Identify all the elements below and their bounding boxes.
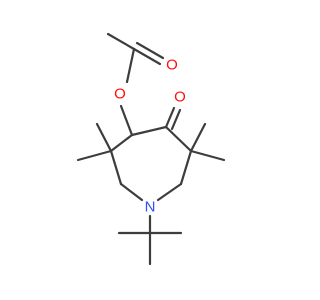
bond-ester-o-ring bbox=[119, 104, 134, 137]
atom-label-ketone-o: O bbox=[174, 89, 186, 106]
bond-acetyl-carbonyl-double-a bbox=[132, 47, 162, 66]
bond-ring-c2-c3 bbox=[109, 149, 123, 186]
bond-ring-c6-c7 bbox=[179, 149, 193, 186]
bond-c6-methyl-right bbox=[189, 149, 226, 162]
bond-ring-c7-n bbox=[156, 182, 183, 202]
atom-label-nitrogen: N bbox=[145, 199, 156, 216]
bond-acetyl-ester-o bbox=[125, 47, 136, 84]
bond-acetyl-carbonyl-double-b bbox=[135, 41, 165, 60]
bond-ring-n-c2 bbox=[119, 182, 144, 202]
atom-label-ester-o: O bbox=[114, 86, 126, 103]
molecule-structure-diagram: O O O N bbox=[76, 32, 226, 266]
bond-ketone-double-b bbox=[170, 108, 182, 131]
bond-c3-methyl-left bbox=[76, 149, 113, 162]
bond-ketone-double-a bbox=[164, 106, 176, 129]
bond-c3-methyl-up bbox=[95, 122, 113, 153]
bond-c6-methyl-up bbox=[189, 122, 207, 153]
atom-label-acetyl-o: O bbox=[166, 57, 178, 74]
bond-acetyl-methyl bbox=[106, 32, 136, 51]
bond-ring-c4-c5 bbox=[130, 125, 168, 137]
bond-ring-c3-c4 bbox=[109, 133, 134, 153]
bond-ring-c5-c6 bbox=[164, 125, 193, 153]
